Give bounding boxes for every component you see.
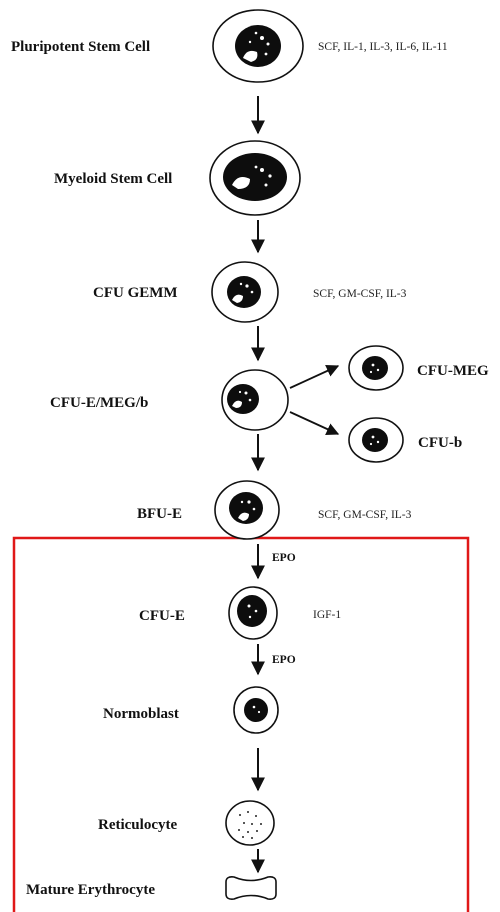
stage-cfu-gemm: CFU GEMM SCF, GM-CSF, IL-3 xyxy=(93,261,407,323)
cell-nucleus-cfu-e-meg-b xyxy=(227,384,259,414)
cell-nucleus-myeloid xyxy=(223,153,287,201)
arrow-label-epo-2: EPO xyxy=(272,654,296,666)
cell-nucleus-bfu-e xyxy=(229,492,263,524)
cell-reticulocyte xyxy=(225,800,275,846)
arrow-branch-meg xyxy=(289,364,340,389)
stage-label-reticulocyte: Reticulocyte xyxy=(98,817,177,833)
arrow-branch-b xyxy=(289,411,340,436)
cell-nucleus-pluripotent xyxy=(235,25,281,67)
factors-pluripotent: SCF, IL-1, IL-3, IL-6, IL-11 xyxy=(318,41,448,53)
cell-nucleus-cfu-e xyxy=(237,595,267,627)
factors-bfu-e: SCF, GM-CSF, IL-3 xyxy=(318,509,412,521)
branch-cfu-meg: CFU-MEG xyxy=(348,345,489,391)
stage-label-myeloid: Myeloid Stem Cell xyxy=(54,171,172,187)
stage-label-bfu-e: BFU-E xyxy=(137,506,182,522)
stage-cfu-e-meg-b: CFU-E/MEG/b xyxy=(50,369,289,431)
branch-label-cfu-meg: CFU-MEG xyxy=(417,363,489,379)
stage-label-cfu-gemm: CFU GEMM xyxy=(93,285,178,301)
branch-label-cfu-b: CFU-b xyxy=(418,435,462,451)
stage-myeloid: Myeloid Stem Cell xyxy=(54,140,301,216)
branch-cfu-b: CFU-b xyxy=(348,417,462,463)
arrow-label-epo-1: EPO xyxy=(272,552,296,564)
reticulocyte-granules xyxy=(238,811,262,839)
cell-nucleus-cfu-b xyxy=(362,428,388,452)
stage-label-normoblast: Normoblast xyxy=(103,706,179,722)
cell-erythrocyte xyxy=(225,876,277,900)
stage-bfu-e: BFU-E SCF, GM-CSF, IL-3 xyxy=(137,480,412,540)
stage-mature-erythrocyte: Mature Erythrocyte xyxy=(26,876,277,900)
stage-pluripotent: Pluripotent Stem Cell SCF, IL-1, IL-3, I… xyxy=(11,9,448,83)
cell-nucleus-cfu-gemm xyxy=(227,276,261,308)
cell-nucleus-normoblast xyxy=(244,698,268,722)
stage-reticulocyte: Reticulocyte xyxy=(98,800,275,846)
factors-cfu-e: IGF-1 xyxy=(313,609,341,621)
factors-cfu-gemm: SCF, GM-CSF, IL-3 xyxy=(313,288,407,300)
stage-normoblast: Normoblast xyxy=(103,686,279,734)
stage-label-pluripotent: Pluripotent Stem Cell xyxy=(11,39,150,55)
stage-label-cfu-e: CFU-E xyxy=(139,608,185,624)
stage-label-cfu-e-meg-b: CFU-E/MEG/b xyxy=(50,395,148,411)
cell-nucleus-cfu-meg xyxy=(362,356,388,380)
stage-label-mature-erythrocyte: Mature Erythrocyte xyxy=(26,882,155,898)
stage-cfu-e: CFU-E IGF-1 xyxy=(139,586,341,640)
